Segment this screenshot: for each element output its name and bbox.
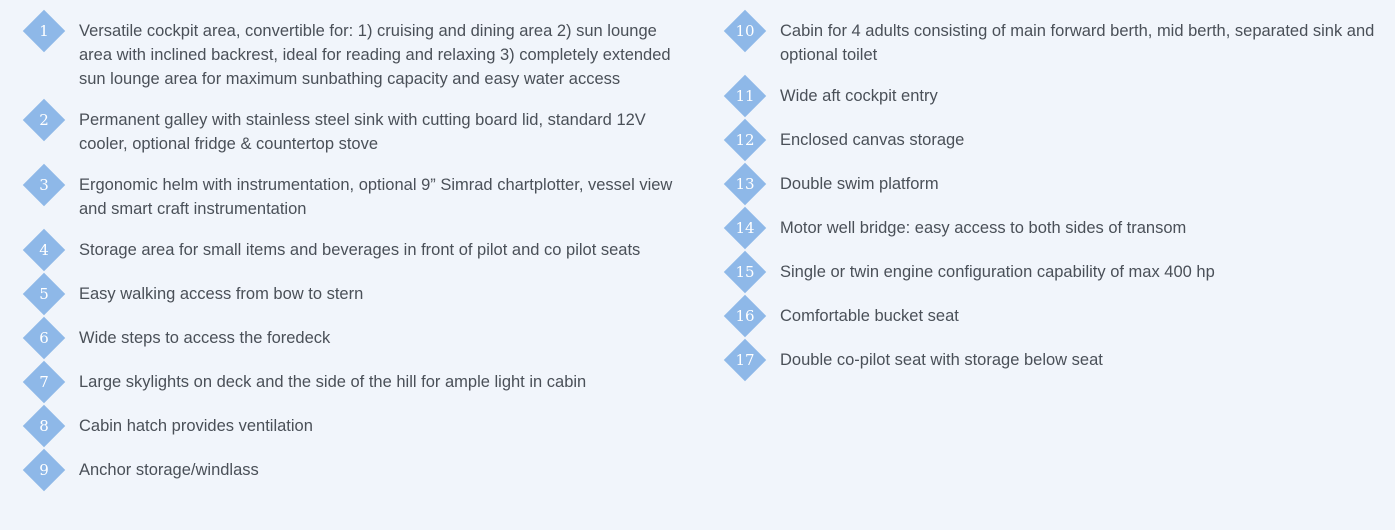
number-badge: 3 [22, 163, 66, 207]
feature-text: Wide aft cockpit entry [780, 87, 938, 105]
badge-number: 5 [39, 285, 49, 303]
badge-number: 1 [39, 22, 49, 40]
badge-number: 14 [735, 219, 755, 237]
feature-text: Storage area for small items and beverag… [79, 241, 641, 259]
feature-list-left: 1 Versatile cockpit area, convertible fo… [22, 9, 682, 499]
feature-item: 16 Comfortable bucket seat [723, 294, 1383, 338]
feature-text: Motor well bridge: easy access to both s… [780, 219, 1187, 237]
number-badge: 11 [723, 74, 767, 118]
feature-text: Cabin for 4 adults consisting of main fo… [780, 22, 1375, 64]
number-badge: 10 [723, 9, 767, 53]
feature-text: Ergonomic helm with instrumentation, opt… [79, 176, 673, 218]
feature-item: 2 Permanent galley with stainless steel … [22, 98, 682, 156]
badge-number: 10 [735, 22, 755, 40]
number-badge: 6 [22, 316, 66, 360]
number-badge: 5 [22, 272, 66, 316]
number-badge: 13 [723, 162, 767, 206]
number-badge: 8 [22, 404, 66, 448]
feature-text: Easy walking access from bow to stern [79, 285, 364, 303]
number-badge: 12 [723, 118, 767, 162]
feature-text: Cabin hatch provides ventilation [79, 417, 313, 435]
badge-number: 7 [39, 373, 49, 391]
badge-number: 12 [735, 131, 755, 149]
feature-item: 1 Versatile cockpit area, convertible fo… [22, 9, 682, 91]
number-badge: 4 [22, 228, 66, 272]
badge-number: 13 [735, 175, 755, 193]
feature-item: 12 Enclosed canvas storage [723, 118, 1383, 162]
feature-item: 14 Motor well bridge: easy access to bot… [723, 206, 1383, 250]
badge-number: 16 [735, 307, 755, 325]
badge-number: 9 [39, 461, 49, 479]
badge-number: 11 [735, 87, 755, 105]
number-badge: 14 [723, 206, 767, 250]
number-badge: 16 [723, 294, 767, 338]
feature-item: 11 Wide aft cockpit entry [723, 74, 1383, 118]
feature-text: Versatile cockpit area, convertible for:… [79, 22, 671, 88]
feature-item: 5 Easy walking access from bow to stern [22, 272, 682, 316]
feature-text: Double co-pilot seat with storage below … [780, 351, 1103, 369]
feature-item: 13 Double swim platform [723, 162, 1383, 206]
badge-number: 2 [39, 111, 49, 129]
number-badge: 2 [22, 98, 66, 142]
feature-item: 9 Anchor storage/windlass [22, 448, 682, 492]
badge-number: 3 [39, 176, 49, 194]
feature-item: 7 Large skylights on deck and the side o… [22, 360, 682, 404]
badge-number: 15 [735, 263, 755, 281]
feature-item: 8 Cabin hatch provides ventilation [22, 404, 682, 448]
feature-text: Double swim platform [780, 175, 939, 193]
feature-item: 10 Cabin for 4 adults consisting of main… [723, 9, 1383, 67]
feature-text: Permanent galley with stainless steel si… [79, 111, 646, 153]
badge-number: 8 [39, 417, 49, 435]
number-badge: 7 [22, 360, 66, 404]
badge-number: 6 [39, 329, 49, 347]
feature-text: Single or twin engine configuration capa… [780, 263, 1215, 281]
number-badge: 1 [22, 9, 66, 53]
feature-item: 6 Wide steps to access the foredeck [22, 316, 682, 360]
feature-item: 3 Ergonomic helm with instrumentation, o… [22, 163, 682, 221]
feature-text: Comfortable bucket seat [780, 307, 959, 325]
badge-number: 17 [735, 351, 755, 369]
feature-list-right: 10 Cabin for 4 adults consisting of main… [723, 9, 1383, 389]
feature-text: Wide steps to access the foredeck [79, 329, 331, 347]
feature-text: Enclosed canvas storage [780, 131, 965, 149]
feature-item: 4 Storage area for small items and bever… [22, 228, 682, 272]
badge-number: 4 [39, 241, 49, 259]
number-badge: 17 [723, 338, 767, 382]
feature-text: Anchor storage/windlass [79, 461, 259, 479]
number-badge: 9 [22, 448, 66, 492]
feature-text: Large skylights on deck and the side of … [79, 373, 587, 391]
feature-item: 17 Double co-pilot seat with storage bel… [723, 338, 1383, 382]
feature-item: 15 Single or twin engine configuration c… [723, 250, 1383, 294]
number-badge: 15 [723, 250, 767, 294]
